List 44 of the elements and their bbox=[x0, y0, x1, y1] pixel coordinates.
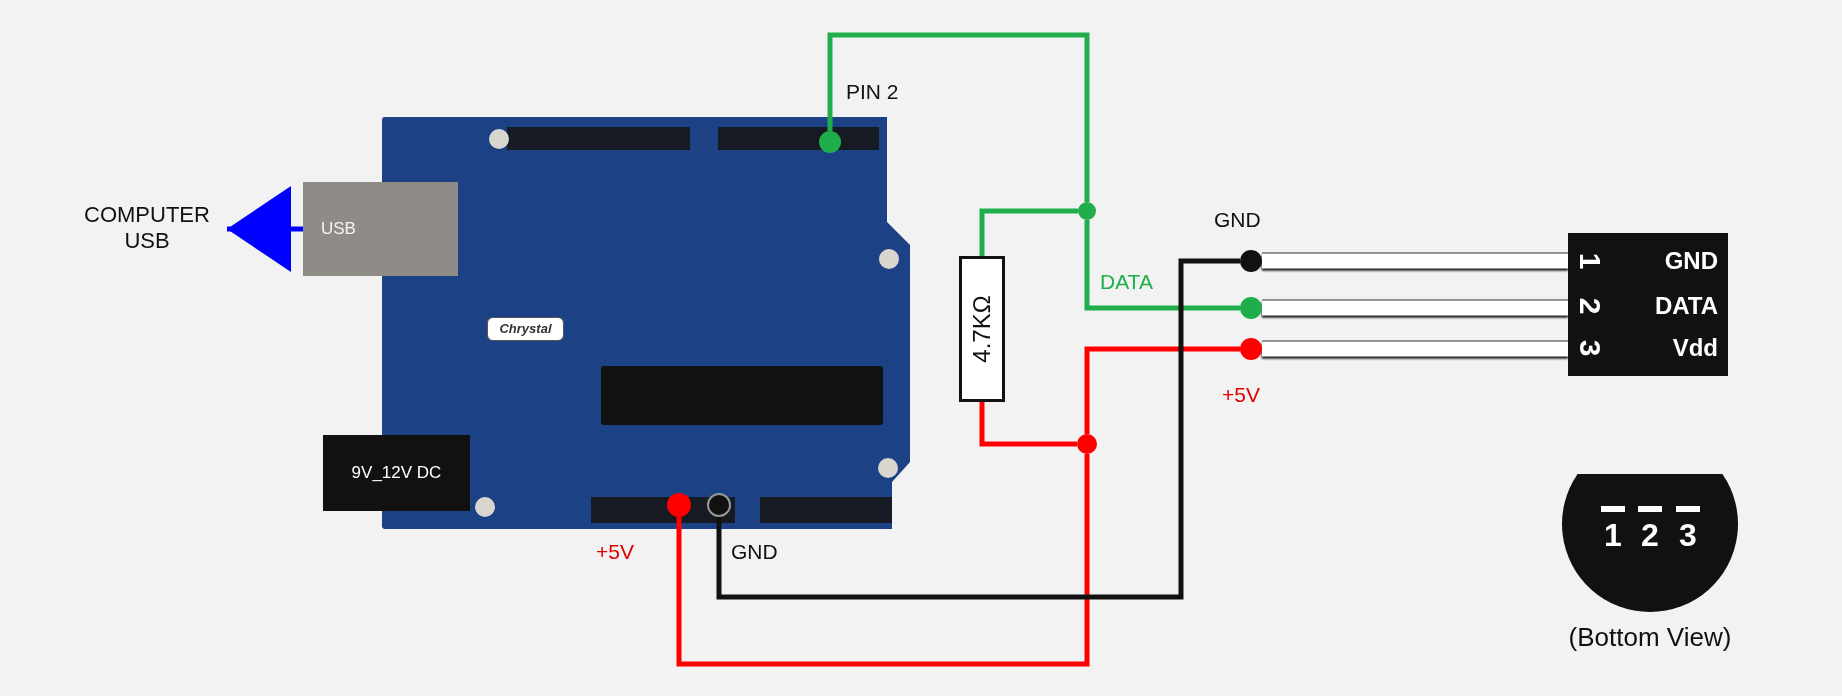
resistor-value: 4.7KΩ bbox=[967, 295, 996, 363]
pin-label: PIN 2 bbox=[846, 80, 899, 104]
crystal-component bbox=[487, 317, 564, 341]
junction-dot bbox=[1078, 202, 1096, 220]
sensor-lead bbox=[1262, 341, 1568, 357]
wire-end-dot bbox=[1240, 297, 1262, 319]
wire bbox=[1084, 220, 1240, 311]
pin-number: 1 bbox=[1574, 252, 1607, 270]
sensor-body bbox=[1568, 233, 1728, 376]
pin-number: 3 bbox=[1676, 506, 1700, 552]
port-label: COMPUTER USB bbox=[83, 202, 211, 255]
pin-label: +5V bbox=[596, 540, 634, 564]
pin-label: GND bbox=[1664, 247, 1718, 275]
pin-label: +5V bbox=[1222, 383, 1260, 407]
jack-label: 9V_12V DC bbox=[351, 462, 442, 484]
component-label: Chrystal bbox=[499, 321, 552, 337]
pin-dot bbox=[667, 493, 691, 517]
power-jack bbox=[323, 435, 470, 511]
sensor-lead bbox=[1262, 300, 1568, 316]
pin-number: 2 bbox=[1638, 506, 1662, 552]
view-caption: (Bottom View) bbox=[1567, 622, 1733, 653]
arrow bbox=[227, 186, 303, 272]
pin-label: GND bbox=[1214, 208, 1261, 232]
wire bbox=[676, 454, 1090, 667]
wire-end-dot bbox=[1240, 338, 1262, 360]
wire bbox=[979, 402, 1077, 447]
pin-number: 2 bbox=[1574, 297, 1607, 315]
usb-connector bbox=[303, 182, 458, 276]
pin-dot bbox=[707, 493, 731, 517]
chip bbox=[601, 366, 883, 425]
pin-label: GND bbox=[731, 540, 778, 564]
pin-number: 1 bbox=[1601, 506, 1625, 552]
wire bbox=[827, 32, 1090, 202]
junction-dot bbox=[1077, 434, 1097, 454]
connector-label: USB bbox=[321, 219, 356, 240]
wire-end-dot bbox=[1240, 250, 1262, 272]
pin-number: 3 bbox=[1574, 339, 1607, 357]
pin-label: Vdd bbox=[1672, 334, 1718, 362]
wire bbox=[1084, 346, 1240, 434]
resistor bbox=[959, 256, 1005, 402]
pin-label: DATA bbox=[1654, 292, 1718, 320]
sensor-lead bbox=[1262, 253, 1568, 269]
wire bbox=[979, 208, 1078, 256]
wire bbox=[716, 258, 1240, 600]
